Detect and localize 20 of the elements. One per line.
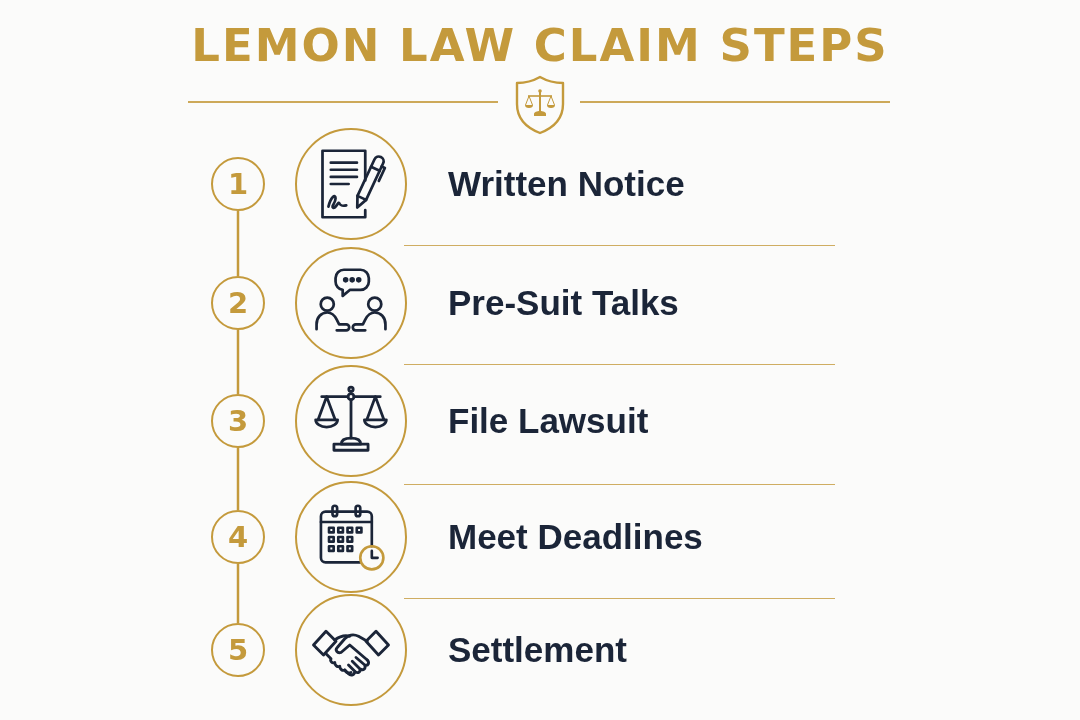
step-title: File Lawsuit — [448, 400, 649, 442]
step-number: 3 — [227, 405, 249, 437]
step-number-circle — [211, 623, 265, 677]
step-title: Settlement — [448, 629, 627, 671]
connector-line — [236, 211, 240, 276]
step-number: 4 — [227, 521, 249, 553]
title: LEMON LAW CLAIM STEPS — [191, 18, 889, 74]
step-number-circle — [211, 276, 265, 330]
connector-line — [236, 448, 240, 510]
connector-line — [236, 564, 240, 623]
step-number-circle — [211, 157, 265, 211]
step-title: Meet Deadlines — [448, 516, 703, 558]
step-number: 2 — [227, 287, 249, 319]
step-number-circle — [211, 510, 265, 564]
step-number: 1 — [227, 168, 249, 200]
connector-line — [236, 330, 240, 394]
step-title: Pre-Suit Talks — [448, 282, 679, 324]
step-title: Written Notice — [448, 163, 685, 205]
step-number: 5 — [227, 634, 249, 666]
step-number-circle — [211, 394, 265, 448]
